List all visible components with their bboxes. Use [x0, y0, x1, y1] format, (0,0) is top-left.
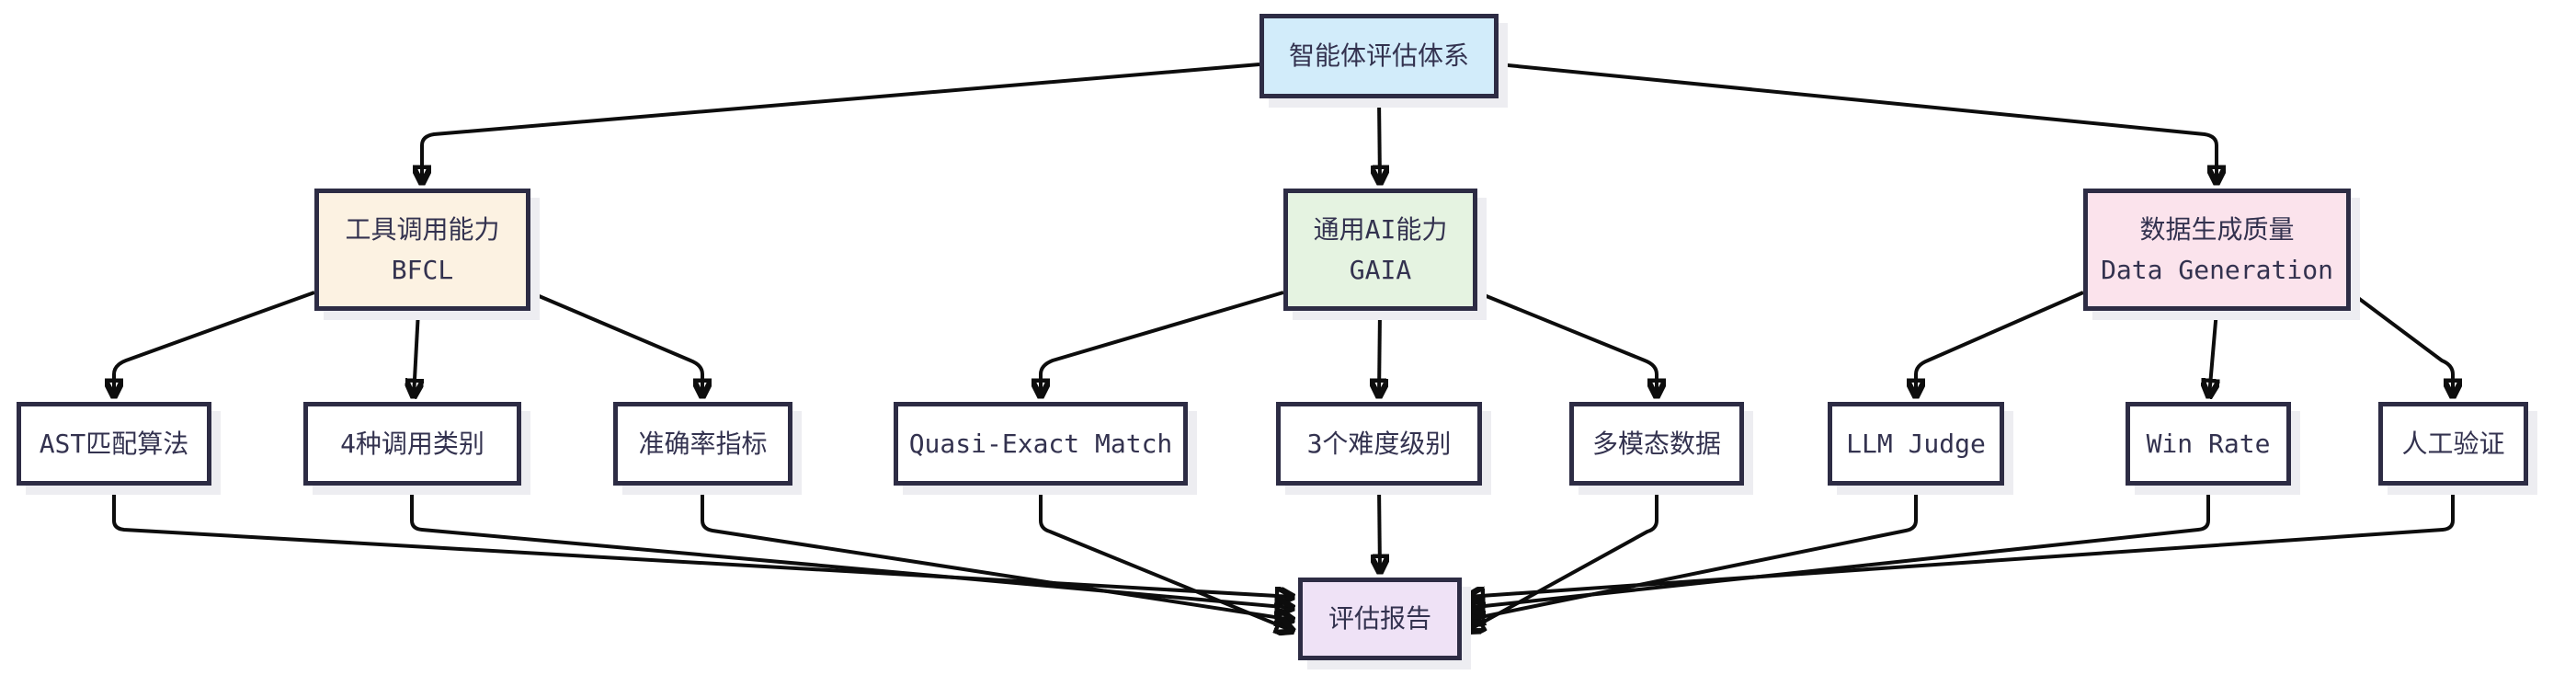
- node-difficulty-levels: 3个难度级别: [1276, 402, 1482, 486]
- node-llm-judge: LLM Judge: [1828, 402, 2004, 486]
- node-general-ai: 通用AI能力 GAIA: [1283, 189, 1477, 311]
- node-human-verification-label: 人工验证: [2401, 428, 2505, 459]
- edge-datagen-leaf9: [2349, 291, 2453, 396]
- node-human-verification: 人工验证: [2378, 402, 2528, 486]
- node-general-ai-label: 通用AI能力: [1313, 213, 1448, 245]
- edge-leaf3-report: [701, 486, 1293, 620]
- edge-tool-leaf3: [530, 291, 702, 396]
- node-general-ai-sublabel: GAIA: [1349, 254, 1412, 285]
- edge-leaf2-report: [410, 486, 1293, 608]
- edge-leaf5-report: [1379, 485, 1380, 572]
- node-multimodal-data-label: 多模态数据: [1591, 428, 1721, 459]
- node-data-generation-sublabel: Data Generation: [2101, 254, 2333, 285]
- node-root-label: 智能体评估体系: [1288, 40, 1469, 71]
- edge-root-tool: [422, 63, 1260, 183]
- edge-root-datagen: [1498, 63, 2217, 183]
- edge-datagen-leaf8: [2209, 310, 2217, 396]
- node-call-categories: 4种调用类别: [303, 402, 521, 486]
- node-win-rate-label: Win Rate: [2146, 428, 2271, 459]
- node-win-rate: Win Rate: [2126, 402, 2291, 486]
- node-tool-calling-label: 工具调用能力: [345, 213, 500, 245]
- edge-tool-leaf2: [414, 310, 418, 396]
- edge-leaf4-report: [1039, 486, 1293, 631]
- node-ast-matching: AST匹配算法: [17, 402, 211, 486]
- node-multimodal-data: 多模态数据: [1569, 402, 1744, 486]
- node-evaluation-report: 评估报告: [1298, 578, 1462, 660]
- node-difficulty-levels-label: 3个难度级别: [1306, 428, 1452, 459]
- node-quasi-exact-match: Quasi-Exact Match: [894, 402, 1188, 486]
- edge-general-leaf4: [1041, 291, 1284, 396]
- node-evaluation-report-label: 评估报告: [1328, 603, 1431, 634]
- node-data-generation-label: 数据生成质量: [2139, 213, 2295, 245]
- node-root: 智能体评估体系: [1260, 14, 1499, 98]
- edge-leaf6-report: [1467, 486, 1658, 631]
- node-tool-calling: 工具调用能力 BFCL: [314, 189, 530, 311]
- edge-general-leaf5: [1379, 310, 1380, 396]
- node-llm-judge-label: LLM Judge: [1846, 428, 1986, 459]
- edge-leaf7-report: [1467, 486, 1918, 620]
- edge-leaf9-report: [1467, 486, 2455, 597]
- node-ast-matching-label: AST匹配算法: [39, 428, 189, 459]
- node-quasi-exact-match-label: Quasi-Exact Match: [908, 428, 1173, 459]
- node-call-categories-label: 4种调用类别: [340, 428, 484, 459]
- edge-general-leaf6: [1476, 291, 1657, 396]
- edge-datagen-leaf7: [1916, 291, 2084, 396]
- node-accuracy-metric-label: 准确率指标: [638, 428, 768, 459]
- edge-leaf8-report: [1467, 486, 2210, 608]
- edge-root-general: [1379, 97, 1380, 183]
- edge-leaf1-report: [112, 486, 1293, 597]
- node-accuracy-metric: 准确率指标: [613, 402, 792, 486]
- node-data-generation: 数据生成质量 Data Generation: [2083, 189, 2351, 311]
- node-tool-calling-sublabel: BFCL: [391, 254, 454, 285]
- edge-tool-leaf1: [114, 291, 315, 396]
